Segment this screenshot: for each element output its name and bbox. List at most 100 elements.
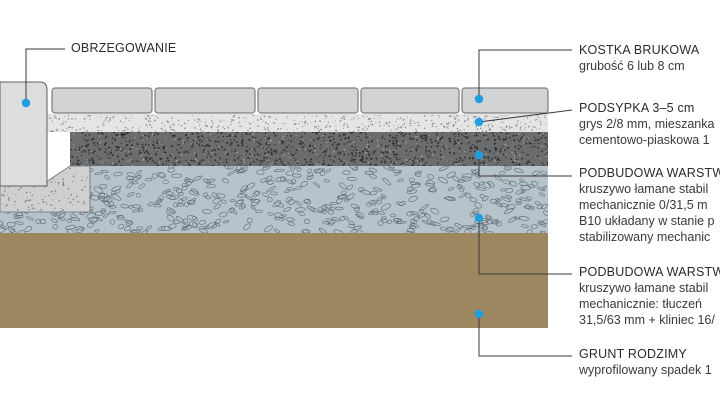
texture-dot [20,188,22,190]
texture-dot [405,141,407,144]
texture-dot [447,125,449,127]
texture-dot [277,128,279,130]
aggregate-stone [505,194,513,199]
texture-dot [339,119,342,122]
texture-dot [343,118,346,121]
texture-dot [206,125,209,128]
texture-dot [453,152,456,155]
texture-dot [534,139,537,142]
texture-dot [55,172,57,174]
texture-dot [336,148,338,150]
texture-dot [425,154,427,156]
aggregate-stone [428,186,437,192]
texture-dot [520,145,522,148]
texture-dot [486,134,488,137]
texture-dot [379,124,381,127]
aggregate-stone [266,196,273,203]
texture-dot [228,146,230,148]
texture-dot [207,151,210,153]
texture-dot [488,160,490,162]
aggregate-stone [124,226,131,232]
aggregate-stone [70,217,81,222]
aggregate-stone [454,223,463,229]
texture-dot [388,139,391,143]
texture-dot [337,151,340,153]
texture-dot [357,118,359,120]
texture-dot [442,145,445,148]
texture-dot [367,162,370,164]
texture-dot [523,143,525,144]
texture-dot [183,139,185,142]
texture-dot [256,119,259,121]
texture-dot [501,145,504,148]
texture-dot [484,125,486,127]
texture-dot [533,156,535,158]
texture-dot [26,197,28,199]
texture-dot [52,171,54,173]
aggregate-stone [389,213,397,218]
texture-dot [350,131,353,134]
texture-dot [213,148,216,152]
texture-dot [347,138,349,140]
texture-dot [268,115,271,118]
texture-dot [431,123,434,125]
texture-dot [106,117,108,119]
texture-dot [473,123,475,125]
texture-dot [267,150,270,154]
texture-dot [265,156,268,159]
aggregate-stone [287,199,295,205]
aggregate-stone [513,168,524,174]
texture-dot [500,151,502,153]
aggregate-stone [175,187,183,194]
texture-dot [354,158,356,161]
aggregate-stone [259,177,269,183]
texture-dot [314,120,317,123]
texture-dot [487,156,490,159]
texture-dot [289,150,291,152]
texture-dot [395,120,397,123]
aggregate-stone [427,173,435,180]
texture-dot [358,132,360,134]
aggregate-stone [180,225,189,231]
aggregate-stone [17,230,25,233]
aggregate-stone [280,176,287,182]
texture-dot [467,140,469,142]
texture-dot [115,155,116,157]
aggregate-stone [90,195,100,201]
texture-dot [156,139,158,142]
texture-dot [451,121,453,123]
texture-dot [301,131,303,132]
texture-dot [253,154,256,157]
texture-dot [514,153,517,156]
texture-dot [115,133,118,136]
texture-dot [303,122,305,124]
texture-dot [446,146,448,148]
texture-dot [494,156,497,159]
texture-dot [192,159,195,162]
texture-dot [467,119,469,121]
texture-dot [245,133,248,135]
texture-dot [431,115,433,117]
texture-dot [211,120,213,122]
texture-dot [393,142,395,144]
texture-dot [347,161,349,163]
texture-dot [202,159,205,161]
aggregate-stone [322,209,328,214]
texture-dot [452,161,454,164]
texture-dot [403,123,405,125]
texture-dot [473,135,475,137]
texture-dot [415,130,418,132]
marker-base-upper [474,150,484,160]
texture-dot [205,144,208,147]
texture-dot [494,159,497,161]
aggregate-stone [424,213,431,219]
texture-dot [278,157,282,161]
aggregate-stone [151,173,158,179]
texture-dot [129,117,131,119]
texture-dot [376,139,379,142]
texture-dot [124,147,126,149]
texture-dot [83,117,86,120]
texture-dot [93,141,96,144]
texture-dot [192,139,195,141]
texture-dot [238,117,241,119]
